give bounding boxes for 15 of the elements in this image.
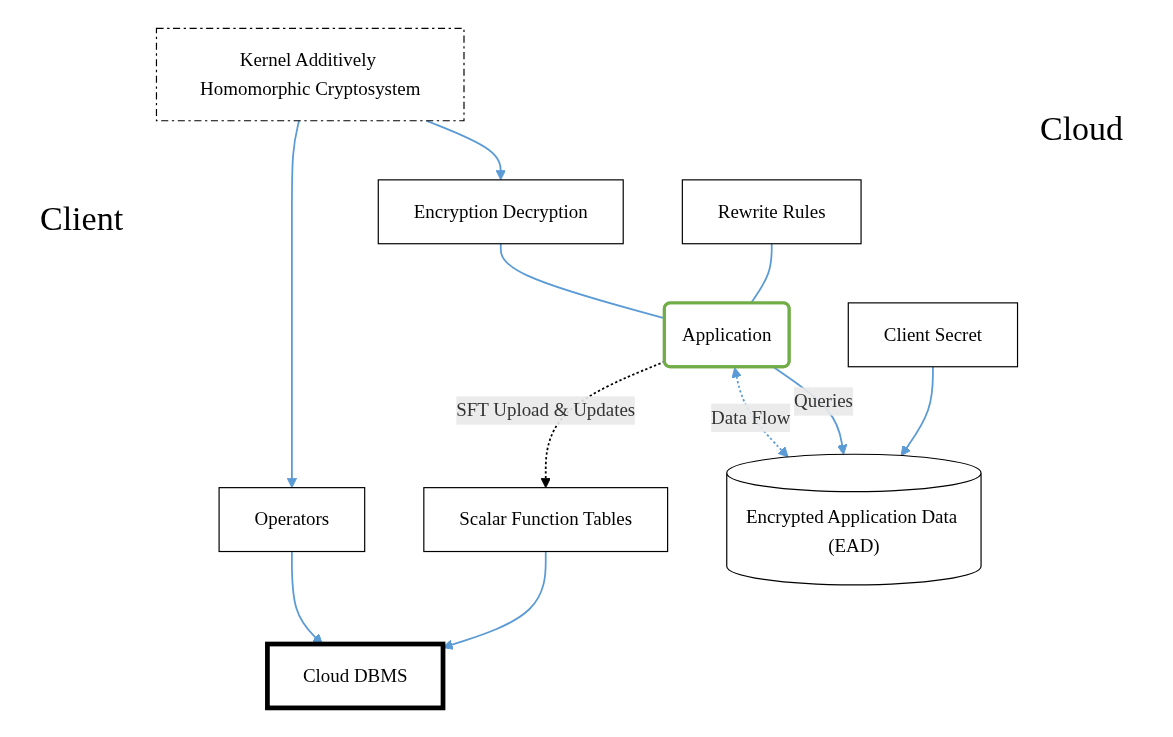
node-box: Encryption Decryption	[377, 179, 624, 245]
node-box: Kernel Additively Homomorphic Cryptosystem	[155, 28, 465, 122]
node-box: Cloud DBMS	[264, 641, 445, 711]
region-label: Cloud	[1040, 110, 1124, 148]
arrow	[442, 550, 547, 650]
arrow	[900, 366, 934, 457]
node-box: Scalar Function Tables	[422, 487, 668, 553]
arrow	[286, 120, 300, 489]
edge-label: Data Flow	[710, 407, 790, 428]
edge-label: SFT Upload & Updates	[455, 400, 635, 421]
node-box: Rewrite Rules	[681, 179, 862, 245]
region-label: Client	[40, 200, 124, 238]
node-box: Client Secret	[847, 302, 1018, 368]
node-box: Operators	[218, 487, 365, 553]
edge-label: Queries	[793, 391, 853, 412]
